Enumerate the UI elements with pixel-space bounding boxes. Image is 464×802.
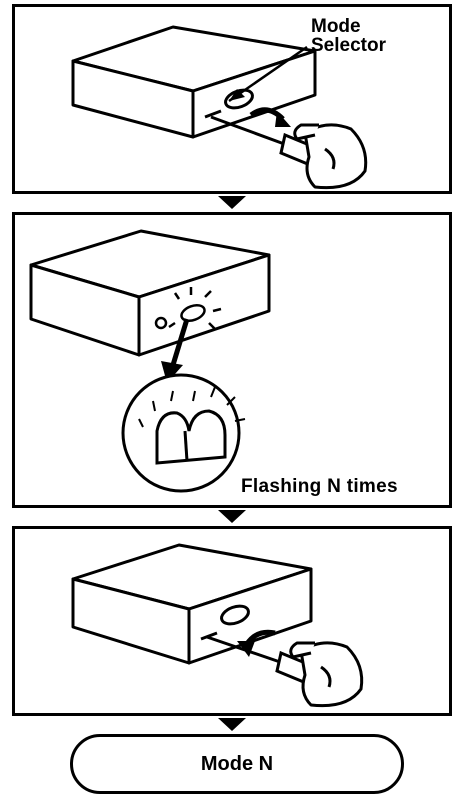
step-2-illustration [29,229,271,493]
device-side [137,253,271,357]
mode-selector-label-line2: Selector [311,35,386,56]
result-mode-n-box: Mode N [70,734,404,794]
mode-selector-label: Mode Selector [311,17,386,55]
step-1-panel: Mode Selector [12,4,452,194]
device-side [187,567,313,665]
result-label: Mode N [200,752,274,775]
leader-arrowhead-icon [229,89,245,101]
leader-line [228,45,308,103]
magnified-selector [138,386,246,465]
down-arrow-icon [218,718,246,731]
selector-slot [200,631,218,641]
device-side [191,49,317,139]
hand-icon [293,123,368,190]
mode-selector-knob [220,604,250,626]
selector-slot [204,109,222,119]
flashing-led-icon [168,287,222,330]
hole-icon [154,316,168,330]
mode-selector-label-line1: Mode [311,16,361,37]
down-arrow-icon [218,510,246,523]
step-1-illustration [71,25,368,190]
step-3-panel [12,526,452,716]
flashing-n-times-label: Flashing N times [241,476,398,497]
step-2-panel: Flashing N times [12,212,452,508]
pointer-line [170,318,190,366]
hand-icon [289,641,364,708]
down-arrow-icon [218,196,246,209]
step-3-illustration [71,543,364,708]
